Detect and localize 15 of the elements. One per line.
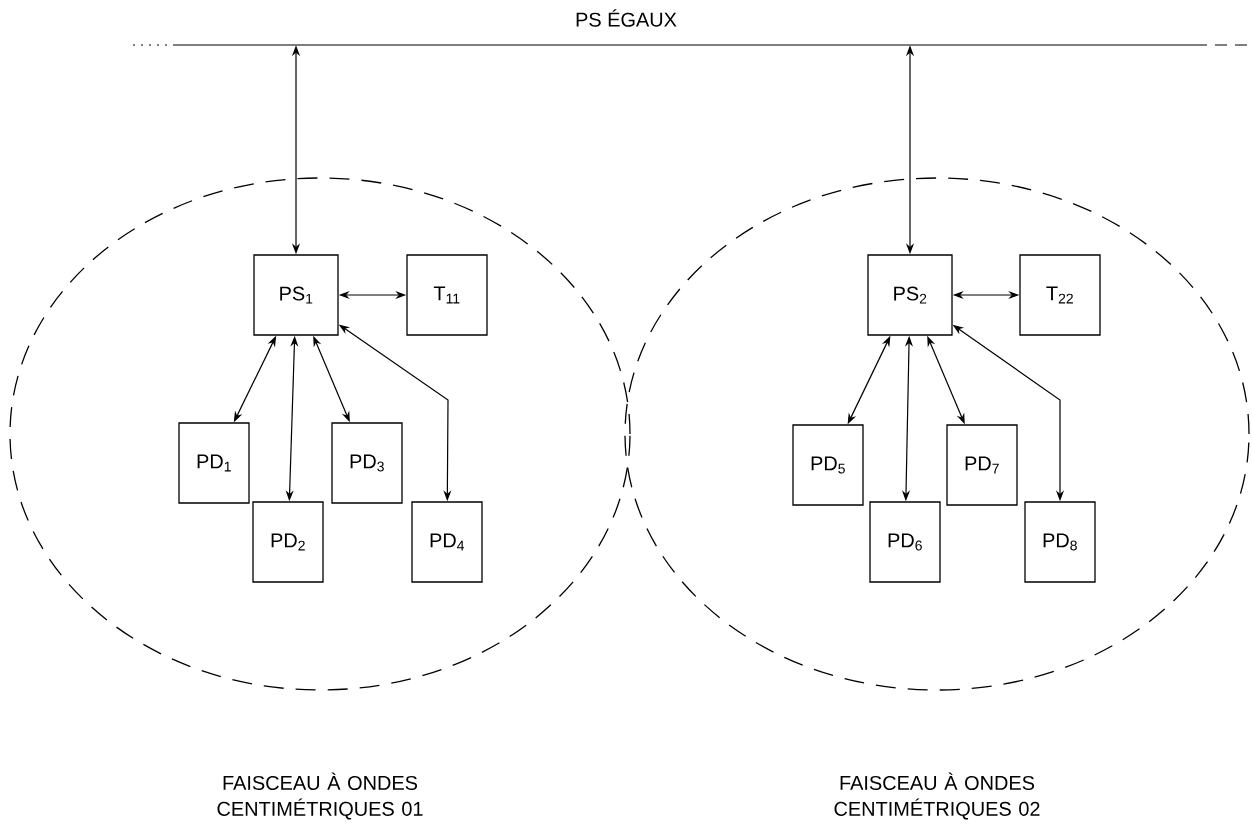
station-box: PS$_{2}$ <box>867 254 953 336</box>
station-box: PD$_{8}$ <box>1024 501 1096 583</box>
station-box: T$_{11}$ <box>406 254 488 336</box>
station-box: T$_{22}$ <box>1019 254 1101 336</box>
station-box: PD$_{1}$ <box>178 422 250 504</box>
station-box: PD$_{6}$ <box>869 501 941 583</box>
station-box: PD$_{5}$ <box>792 424 864 506</box>
bus-label: PS ÉGAUX <box>576 9 677 27</box>
station-box: PD$_{7}$ <box>946 424 1018 506</box>
caption-text: FAISCEAU À ONDES CENTIMÉTRIQUES 01 <box>217 772 423 820</box>
station-box: PD$_{2}$ <box>252 501 324 583</box>
station-box: PS$_{1}$ <box>253 254 339 336</box>
station-box: PD$_{3}$ <box>331 422 403 504</box>
station-box: PD$_{4}$ <box>411 501 483 583</box>
caption-text: FAISCEAU À ONDES CENTIMÉTRIQUES 02 <box>834 772 1040 820</box>
